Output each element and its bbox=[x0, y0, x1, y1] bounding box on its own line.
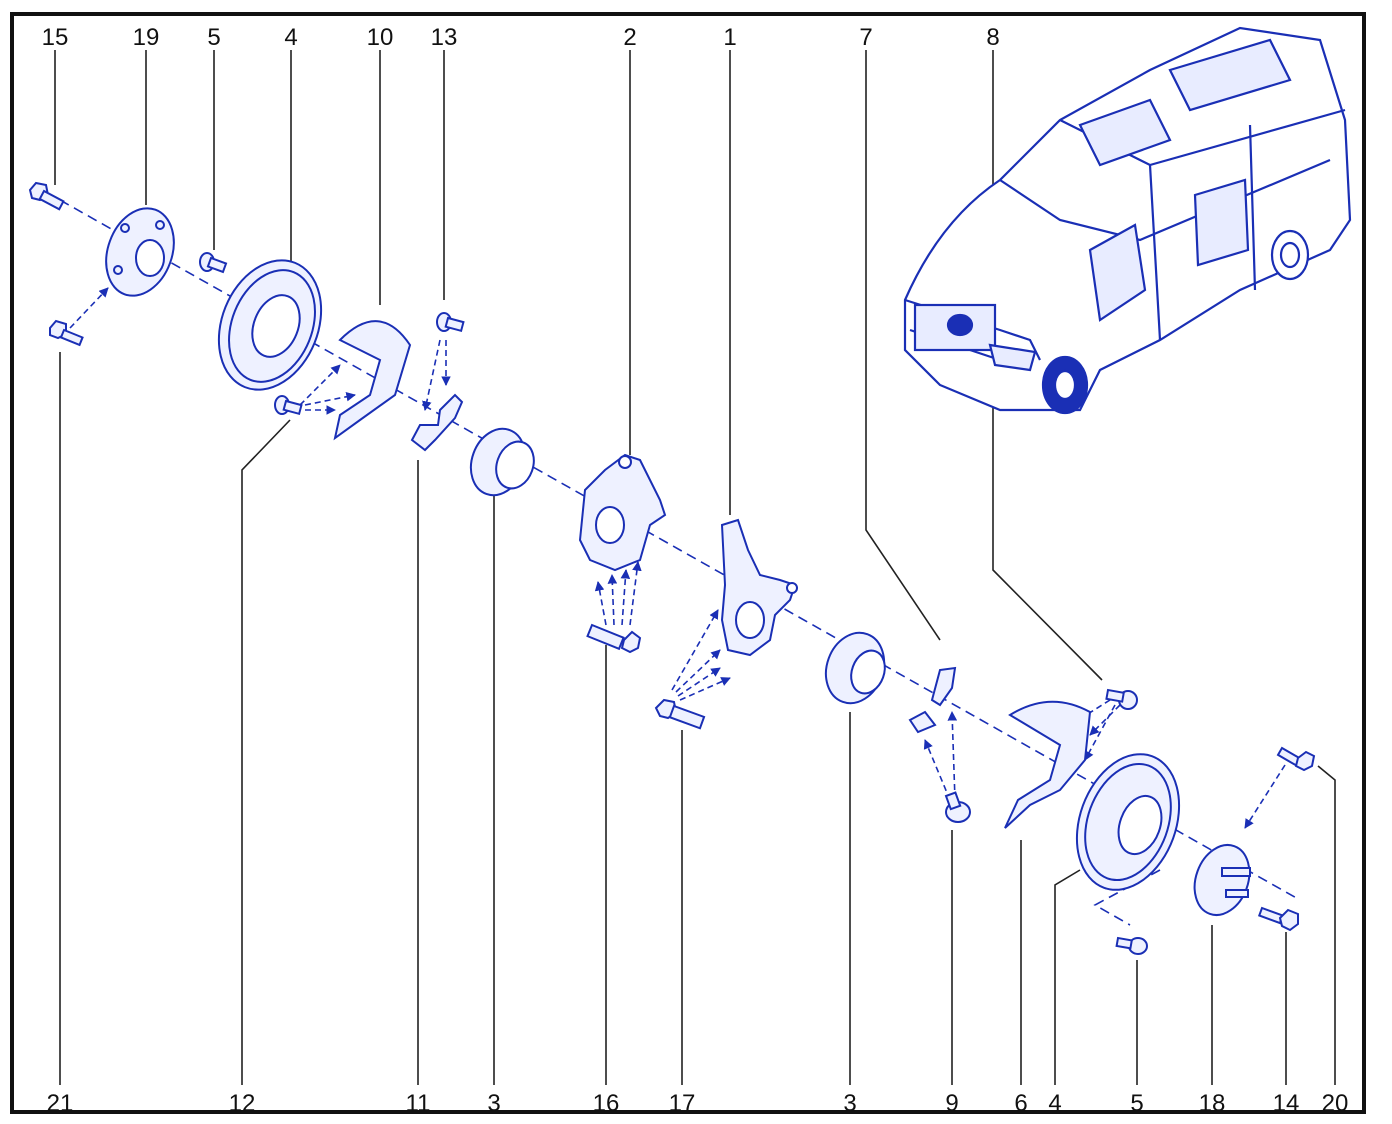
bolt-icon bbox=[274, 395, 303, 416]
part-number-top-10: 10 bbox=[366, 24, 394, 51]
part-number-top-4: 4 bbox=[284, 24, 298, 51]
bolt-icon bbox=[944, 791, 971, 823]
bolt-icon bbox=[654, 698, 706, 730]
bolt-icon bbox=[586, 623, 642, 654]
bolt-icon bbox=[436, 312, 465, 333]
parts bbox=[28, 181, 1316, 955]
part-number-bottom-4b: 4 bbox=[1048, 1090, 1062, 1117]
part-number-top-19: 19 bbox=[132, 24, 160, 51]
stud-icon bbox=[199, 252, 228, 274]
leader-lines bbox=[54, 50, 1336, 1085]
van-illustration bbox=[903, 26, 1352, 415]
part-number-bottom-9: 9 bbox=[945, 1090, 959, 1117]
part-number-top-7: 7 bbox=[859, 24, 873, 51]
hub-flange-icon bbox=[105, 207, 175, 297]
part-number-bottom-21: 21 bbox=[46, 1090, 74, 1117]
part-number-bottom-5b: 5 bbox=[1130, 1090, 1144, 1117]
part-number-bottom-16: 16 bbox=[592, 1090, 620, 1117]
part-number-bottom-14: 14 bbox=[1272, 1090, 1300, 1117]
part-number-top-1: 1 bbox=[723, 24, 737, 51]
part-number-top-8: 8 bbox=[986, 24, 1000, 51]
part-number-bottom-11: 11 bbox=[405, 1090, 431, 1117]
steering-knuckle-icon bbox=[720, 518, 798, 657]
bolt-icon bbox=[1105, 688, 1138, 710]
hub-flange-icon bbox=[1193, 844, 1251, 916]
part-number-bottom-3a: 3 bbox=[487, 1090, 501, 1117]
part-number-bottom-12: 12 bbox=[228, 1090, 256, 1117]
part-number-top-2: 2 bbox=[623, 24, 637, 51]
bracket-icon bbox=[908, 710, 937, 734]
brake-disc-icon bbox=[1075, 753, 1181, 891]
bracket-icon bbox=[930, 666, 957, 707]
splash-shield-icon bbox=[1004, 700, 1092, 829]
steering-knuckle-icon bbox=[578, 453, 667, 572]
wheel-hub-bearing-icon bbox=[469, 427, 535, 497]
part-number-bottom-18: 18 bbox=[1198, 1090, 1226, 1117]
part-number-top-13: 13 bbox=[430, 24, 458, 51]
bolt-icon bbox=[1276, 746, 1316, 772]
arrow-icon bbox=[69, 287, 1286, 829]
wheel-hub-bearing-icon bbox=[824, 631, 886, 705]
bolt-icon bbox=[49, 319, 84, 347]
part-number-bottom-3b: 3 bbox=[843, 1090, 857, 1117]
part-number-bottom-6: 6 bbox=[1014, 1090, 1028, 1117]
part-number-bottom-20: 20 bbox=[1321, 1090, 1349, 1117]
bolt-icon bbox=[28, 181, 65, 211]
part-number-bottom-17: 17 bbox=[668, 1090, 696, 1117]
stud-icon bbox=[1115, 936, 1148, 955]
brake-disc-icon bbox=[217, 259, 323, 391]
bracket-icon bbox=[410, 393, 464, 452]
bolt-icon bbox=[1257, 906, 1299, 932]
diagram-frame bbox=[10, 12, 1366, 1114]
part-number-top-5: 5 bbox=[207, 24, 221, 51]
part-number-top-15: 15 bbox=[41, 24, 69, 51]
splash-shield-icon bbox=[333, 320, 412, 441]
